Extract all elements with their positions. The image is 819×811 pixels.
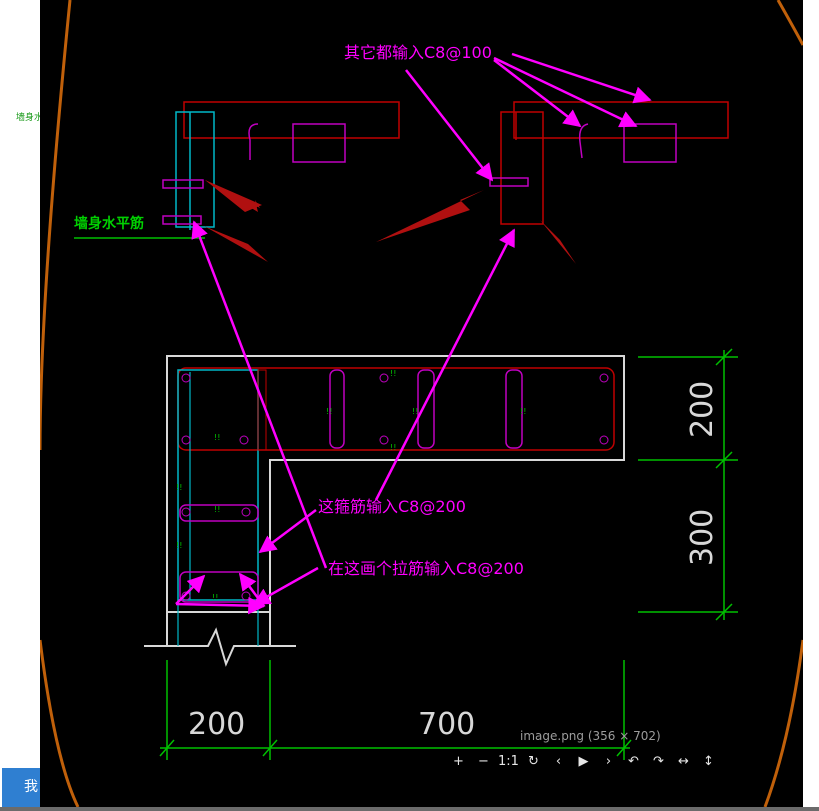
prev-icon[interactable]: ‹	[555, 754, 562, 769]
page-background-left	[0, 0, 40, 807]
dimension-right: 200 300	[638, 348, 738, 621]
plan-view: !! !! !! !! !! !! !! !! !! !!	[144, 355, 625, 667]
cad-drawing-canvas: 墙身水平筋	[38, 0, 805, 808]
background-arc-bottom-left	[38, 639, 80, 808]
detail-top-right	[376, 101, 729, 264]
svg-text:!!: !!	[176, 483, 182, 492]
next-icon[interactable]: ›	[605, 754, 612, 769]
zoom-out-button[interactable]: −	[478, 754, 489, 769]
rotate-left-icon[interactable]: ↶	[628, 754, 639, 769]
cad-drawing: 墙身水平筋	[38, 0, 805, 808]
dimension-bottom: 200 700	[159, 660, 632, 760]
note-top: 其它都输入C8@100	[344, 43, 492, 62]
dim-right-upper: 200	[685, 381, 720, 438]
dim-right-lower: 300	[685, 509, 720, 566]
flip-vertical-icon[interactable]: ↕	[703, 754, 714, 769]
zoom-in-button[interactable]: +	[453, 754, 464, 769]
pointer-arrow-4	[540, 220, 576, 264]
note-tie: 在这画个拉筋输入C8@200	[328, 559, 524, 578]
svg-text:!!: !!	[214, 505, 220, 514]
dim-bottom-left: 200	[188, 707, 245, 742]
svg-text:!!: !!	[176, 541, 182, 550]
background-arc-bottom-right	[763, 639, 805, 808]
pointer-arrow-3	[376, 190, 484, 242]
svg-text:!!: !!	[520, 407, 526, 416]
dim-bottom-right: 700	[418, 707, 475, 742]
actual-size-button[interactable]: 1:1	[498, 754, 519, 769]
svg-text:!!: !!	[214, 433, 220, 442]
image-caption: image.png (356 × 702)	[520, 729, 661, 743]
rotate-right-icon[interactable]: ↷	[653, 754, 664, 769]
viewer-toolbar: + − 1:1 ↻ ‹ ▶ › ↶ ↷ ↔ ↕	[446, 750, 721, 774]
svg-text:!!: !!	[390, 369, 396, 378]
annotation-arrows	[175, 52, 652, 615]
svg-text:!!: !!	[212, 593, 218, 602]
background-arc-top-right	[776, 0, 805, 46]
detail-top-left: 墙身水平筋	[74, 101, 400, 262]
svg-text:!!: !!	[390, 443, 396, 452]
svg-text:!!: !!	[412, 407, 418, 416]
side-blue-button[interactable]: 我	[2, 768, 40, 807]
page-background-right	[803, 0, 819, 807]
left-small-label: 墙身水平	[16, 113, 53, 123]
background-arc-left	[38, 0, 72, 451]
reset-icon[interactable]: ↻	[528, 754, 539, 769]
pointer-arrow-2	[204, 226, 268, 262]
pointer-arrow-1b	[205, 180, 262, 212]
play-icon[interactable]: ▶	[578, 754, 589, 769]
flip-horizontal-icon[interactable]: ↔	[678, 754, 689, 769]
break-line	[144, 627, 296, 667]
wall-level-label: 墙身水平筋	[74, 215, 144, 232]
svg-text:!!: !!	[326, 407, 332, 416]
note-stirrup: 这箍筋输入C8@200	[318, 497, 466, 516]
